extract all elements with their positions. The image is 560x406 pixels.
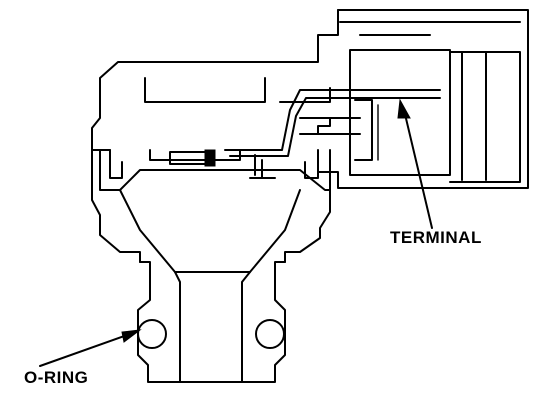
o-ring-left <box>137 319 167 349</box>
terminal-leader <box>397 98 433 229</box>
sensor-body <box>91 149 331 273</box>
o-ring-label: O-RING <box>24 368 89 387</box>
o-ring-right <box>255 319 285 349</box>
terminal-pin <box>224 89 441 157</box>
connector-housing <box>91 9 529 189</box>
terminal-label: TERMINAL <box>390 228 482 247</box>
o-ring-leader <box>39 329 142 367</box>
sensor-port <box>137 261 286 383</box>
